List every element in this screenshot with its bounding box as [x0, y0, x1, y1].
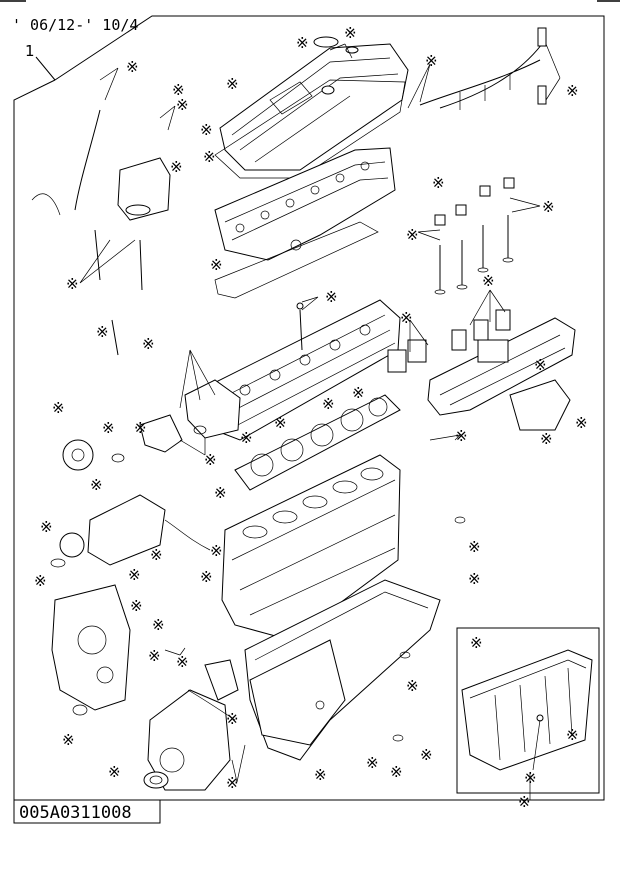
asterisk-markers: ※ ※ ※ ※ ※ ※ ※ ※ ※ ※ ※ ※ ※ ※ ※ ※ ※ ※ ※ ※ … — [34, 24, 588, 811]
asterisk-marker: ※ — [296, 34, 309, 52]
asterisk-marker: ※ — [226, 710, 239, 728]
asterisk-marker: ※ — [542, 198, 555, 216]
asterisk-marker: ※ — [468, 538, 481, 556]
wiring-harness-group — [419, 27, 547, 110]
asterisk-marker: ※ — [200, 568, 213, 586]
asterisk-marker: ※ — [482, 272, 495, 290]
item-leader-line — [35, 56, 56, 81]
exhaust-manifold-group — [387, 309, 576, 431]
asterisk-marker: ※ — [210, 542, 223, 560]
asterisk-marker: ※ — [534, 356, 547, 374]
asterisk-marker: ※ — [400, 309, 413, 327]
asterisk-marker: ※ — [524, 769, 537, 787]
asterisk-marker: ※ — [176, 653, 189, 671]
asterisk-marker: ※ — [170, 158, 183, 176]
asterisk-marker: ※ — [150, 546, 163, 564]
oil-pan-inset-box — [456, 627, 600, 794]
asterisk-marker: ※ — [226, 75, 239, 93]
asterisk-marker: ※ — [575, 414, 588, 432]
asterisk-marker: ※ — [314, 766, 327, 784]
asterisk-marker: ※ — [152, 616, 165, 634]
front-cover-group — [143, 659, 239, 791]
drawing-code-label: 005A0311008 — [19, 803, 132, 823]
asterisk-marker: ※ — [128, 566, 141, 584]
asterisk-marker: ※ — [66, 275, 79, 293]
asterisk-marker: ※ — [176, 96, 189, 114]
asterisk-marker: ※ — [455, 427, 468, 445]
asterisk-marker: ※ — [134, 419, 147, 437]
asterisk-marker: ※ — [518, 793, 531, 811]
asterisk-marker: ※ — [96, 323, 109, 341]
asterisk-marker: ※ — [40, 518, 53, 536]
asterisk-marker: ※ — [566, 726, 579, 744]
o-rings-group — [50, 425, 466, 742]
asterisk-marker: ※ — [366, 754, 379, 772]
cam-carrier-group — [214, 147, 396, 299]
asterisk-marker: ※ — [34, 572, 47, 590]
valve-train-group — [434, 177, 515, 295]
asterisk-marker: ※ — [210, 256, 223, 274]
head-cover-group — [214, 36, 409, 179]
asterisk-marker: ※ — [425, 52, 438, 70]
asterisk-marker: ※ — [344, 24, 357, 42]
item-number-label: 1 — [25, 42, 35, 60]
injection-pump-group — [59, 494, 211, 566]
asterisk-marker: ※ — [102, 419, 115, 437]
asterisk-marker: ※ — [390, 763, 403, 781]
asterisk-marker: ※ — [420, 746, 433, 764]
asterisk-marker: ※ — [200, 121, 213, 139]
asterisk-marker: ※ — [148, 647, 161, 665]
asterisk-marker: ※ — [406, 226, 419, 244]
fuel-filter-group — [31, 109, 171, 356]
asterisk-marker: ※ — [274, 414, 287, 432]
inset-oil-pan-group — [461, 649, 593, 771]
asterisk-marker: ※ — [204, 451, 217, 469]
asterisk-marker: ※ — [142, 335, 155, 353]
asterisk-marker: ※ — [126, 58, 139, 76]
head-gasket-group — [234, 394, 401, 491]
asterisk-marker: ※ — [240, 429, 253, 447]
timing-case-group — [51, 584, 131, 711]
asterisk-marker: ※ — [406, 677, 419, 695]
asterisk-marker: ※ — [322, 395, 335, 413]
oil-pan-group — [244, 579, 441, 761]
asterisk-marker: ※ — [52, 399, 65, 417]
asterisk-marker: ※ — [90, 476, 103, 494]
asterisk-marker: ※ — [540, 430, 553, 448]
asterisk-marker: ※ — [62, 731, 75, 749]
asterisk-marker: ※ — [172, 81, 185, 99]
asterisk-marker: ※ — [352, 384, 365, 402]
asterisk-marker: ※ — [226, 774, 239, 792]
asterisk-marker: ※ — [214, 484, 227, 502]
asterisk-marker: ※ — [108, 763, 121, 781]
asterisk-marker: ※ — [470, 634, 483, 652]
date-range-label: ' 06/12-' 10/4 — [12, 16, 138, 34]
asterisk-marker: ※ — [325, 288, 338, 306]
asterisk-marker: ※ — [432, 174, 445, 192]
asterisk-marker: ※ — [468, 570, 481, 588]
asterisk-marker: ※ — [130, 597, 143, 615]
asterisk-marker: ※ — [203, 148, 216, 166]
drawing-code-box — [13, 799, 161, 824]
leader-lines — [79, 43, 561, 800]
asterisk-marker: ※ — [566, 82, 579, 100]
